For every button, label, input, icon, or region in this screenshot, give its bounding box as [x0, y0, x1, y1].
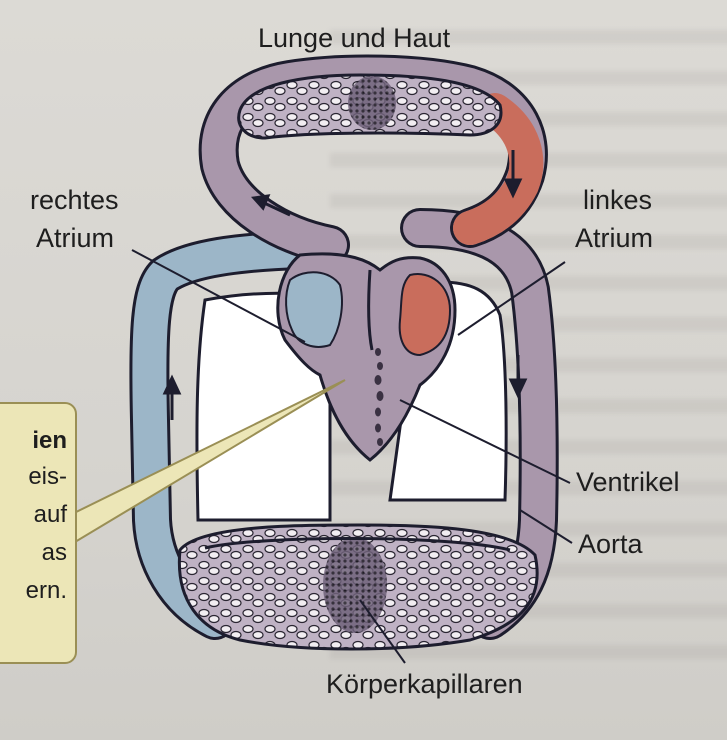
callout-line-1: ien [32, 427, 67, 454]
body-capillary-inner-edge [204, 537, 511, 552]
arrow-head-pulmonary-left-icon [251, 194, 271, 211]
callout-box: ien eis- auf as ern. [0, 402, 77, 664]
callout-line-3: auf [33, 501, 67, 528]
left-atrium-chamber [398, 273, 452, 357]
arrow-head-aorta-down-icon [508, 378, 528, 399]
body-circuit-left-vessel-fill [132, 233, 317, 637]
body-capillary-dense-center [323, 537, 387, 633]
callout-line-5: ern. [25, 577, 67, 604]
arrow-pulmonary-left-icon [261, 200, 291, 217]
label-right-atrium-line1: rechtes [30, 185, 119, 215]
leader-right-atrium [131, 249, 306, 343]
pulmonary-loop-oxygenated-segment [453, 93, 544, 245]
callout-line-2: eis- [28, 463, 67, 490]
label-right-atrium-line2: Atrium [36, 223, 115, 253]
leader-ventricle [399, 399, 571, 484]
callout-line-4: as [41, 539, 67, 566]
arrow-head-pulmonary-right-icon [503, 178, 523, 199]
ventricle-trabeculae [374, 348, 384, 446]
septum [367, 269, 374, 351]
label-lungs-skin: Lunge und Haut [258, 23, 451, 53]
label-ventricle: Ventrikel [576, 467, 680, 497]
label-aorta: Aorta [578, 529, 643, 559]
leader-left-atrium [457, 261, 566, 336]
label-left-atrium-line2: Atrium [575, 223, 654, 253]
label-body-capillaries: Körperkapillaren [326, 669, 523, 699]
leader-capillaries [359, 599, 406, 664]
flow-arrows [162, 150, 528, 420]
lung-capillary-dense-center [348, 76, 396, 130]
right-atrium-chamber [285, 271, 343, 348]
arrow-head-body-up-icon [162, 374, 182, 395]
leader-aorta [519, 509, 573, 544]
leader-lines [131, 249, 573, 664]
label-left-atrium-line1: linkes [583, 185, 653, 215]
